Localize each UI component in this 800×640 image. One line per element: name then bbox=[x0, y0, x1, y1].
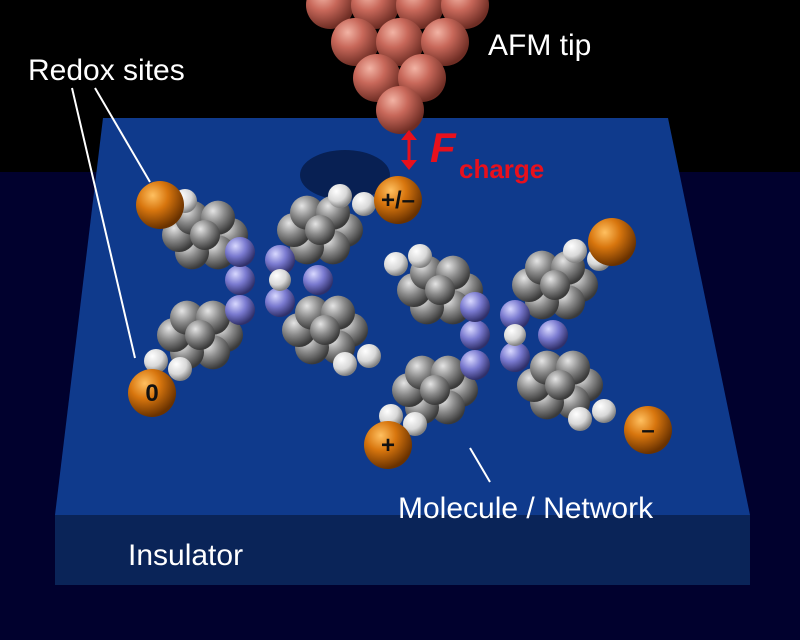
tip-atom bbox=[376, 18, 424, 66]
nitrogen-atom bbox=[225, 295, 255, 325]
nitrogen-atom bbox=[460, 350, 490, 380]
carbon-atom bbox=[310, 315, 340, 345]
nitrogen-atom bbox=[225, 237, 255, 267]
carbon-atom bbox=[305, 215, 335, 245]
carbon-atom bbox=[190, 220, 220, 250]
nitrogen-atom bbox=[225, 265, 255, 295]
nitrogen-atom bbox=[460, 292, 490, 322]
tip-shadow bbox=[300, 150, 390, 200]
redox-site bbox=[364, 421, 412, 469]
afm-tip-label: AFM tip bbox=[488, 29, 591, 62]
nitrogen-atom bbox=[265, 287, 295, 317]
force-arrow-icon bbox=[401, 130, 417, 170]
force-symbol: F bbox=[430, 124, 457, 171]
molecule-pointer-line bbox=[469, 447, 491, 483]
redox-site bbox=[374, 176, 422, 224]
redox-site-charge: +/– bbox=[381, 187, 415, 214]
molecule-network bbox=[144, 184, 616, 436]
nitrogen-atom bbox=[460, 320, 490, 350]
redox-site bbox=[588, 218, 636, 266]
hydrogen-atom bbox=[563, 239, 587, 263]
hydrogen-atom bbox=[384, 252, 408, 276]
nitrogen-atom bbox=[265, 245, 295, 275]
nitrogen-atom bbox=[500, 300, 530, 330]
insulator-label: Insulator bbox=[128, 539, 243, 572]
redox-site-charge: + bbox=[381, 432, 395, 459]
nitrogen-atom bbox=[538, 320, 568, 350]
hydrogen-atom bbox=[352, 192, 376, 216]
afm-tip bbox=[306, 0, 489, 134]
nitrogen-atom bbox=[500, 342, 530, 372]
carbon-atom bbox=[425, 275, 455, 305]
hydrogen-atom bbox=[357, 344, 381, 368]
redox-site-charge: – bbox=[641, 417, 654, 444]
hydrogen-atom bbox=[592, 399, 616, 423]
redox-pointer-line bbox=[71, 87, 136, 359]
tip-atom bbox=[331, 18, 379, 66]
redox-sites-label: Redox sites bbox=[28, 54, 185, 87]
molecule-label: Molecule / Network bbox=[398, 492, 654, 525]
hydrogen-atom bbox=[328, 184, 352, 208]
hydrogen-atom bbox=[144, 349, 168, 373]
hydrogen-atom bbox=[504, 324, 526, 346]
redox-site-charge: 0 bbox=[145, 380, 158, 407]
hydrogen-atom bbox=[269, 269, 291, 291]
redox-site bbox=[624, 406, 672, 454]
insulator-front-face bbox=[55, 515, 750, 585]
carbon-atom bbox=[540, 270, 570, 300]
carbon-atom bbox=[545, 370, 575, 400]
carbon-atom bbox=[420, 375, 450, 405]
redox-site bbox=[136, 181, 184, 229]
redox-sites: +/– 0 + – bbox=[128, 176, 672, 469]
redox-pointer-line bbox=[94, 87, 151, 183]
tip-atom bbox=[421, 18, 469, 66]
hydrogen-atom bbox=[403, 412, 427, 436]
hydrogen-atom bbox=[168, 357, 192, 381]
force-subscript: charge bbox=[459, 154, 544, 184]
hydrogen-atom bbox=[568, 407, 592, 431]
tip-atom bbox=[376, 86, 424, 134]
hydrogen-atom bbox=[333, 352, 357, 376]
carbon-atom bbox=[185, 320, 215, 350]
tip-atom bbox=[306, 0, 354, 29]
hydrogen-atom bbox=[408, 244, 432, 268]
nitrogen-atom bbox=[303, 265, 333, 295]
redox-site bbox=[128, 369, 176, 417]
